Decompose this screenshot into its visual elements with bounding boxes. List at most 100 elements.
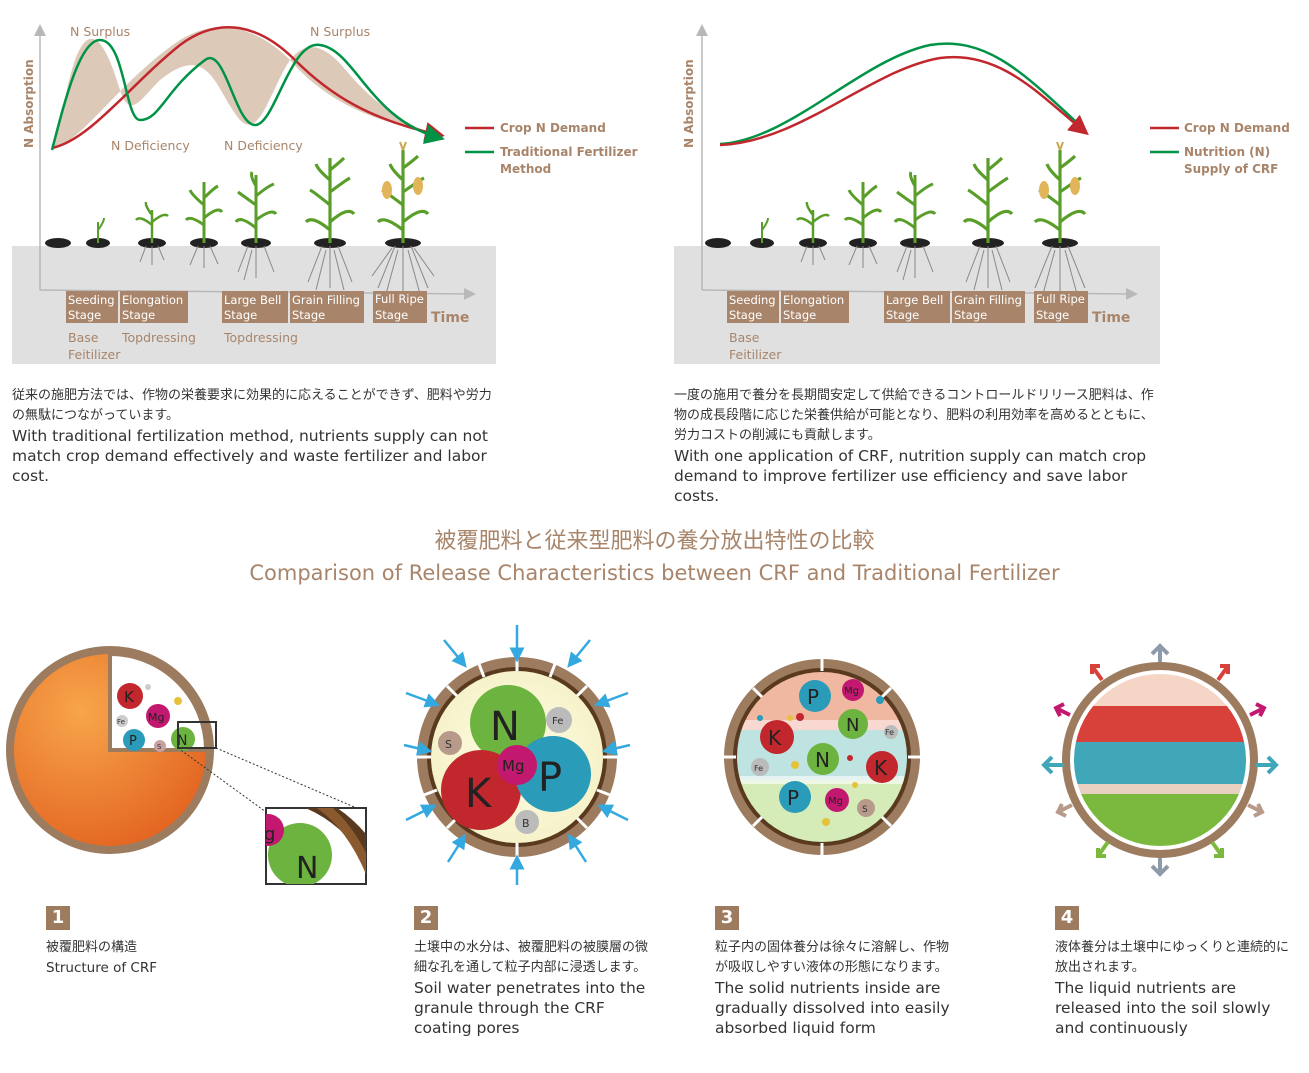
- nutrient-p-label: P: [129, 734, 137, 749]
- nutrient-mg-label: Mg: [502, 757, 524, 775]
- nutrient-k-label: K: [874, 756, 888, 780]
- nutrient-s-label: S: [862, 805, 868, 815]
- stage-label: Stage: [729, 308, 762, 322]
- plant-growth-sequence: [45, 141, 435, 295]
- zoom-mg-partial-label: g: [264, 824, 275, 845]
- topdressing-label-2: Topdressing: [223, 330, 298, 345]
- y-axis-label: N Absorption: [682, 59, 696, 148]
- nutrient-p-label: P: [538, 755, 562, 801]
- step-number-1: 1: [46, 906, 70, 930]
- stage-label: Grain Filling: [954, 293, 1022, 307]
- nutrient-mg-label: Mg: [844, 686, 859, 697]
- traditional-chart-svg: N Absorption N Surplus N Surplus N Defic…: [12, 24, 638, 364]
- stage-label: Stage: [292, 308, 325, 322]
- nutrient-fe-label: Fe: [552, 716, 563, 727]
- nutrient-fe-label: Fe: [117, 718, 125, 726]
- nutrient-p-label: P: [787, 786, 799, 810]
- step-4-ja: 液体養分は土壌中にゆっくりと連続的に放出されます。: [1055, 940, 1290, 975]
- surplus-label-2: N Surplus: [310, 24, 370, 39]
- traditional-desc-en: With traditional fertilization method, n…: [12, 427, 488, 485]
- crf-process-illustrations: K Mg P N Fe S N g: [6, 625, 1279, 886]
- base-fertilizer-label-1: Base: [729, 330, 760, 345]
- step-2-en: Soil water penetrates into the granule t…: [414, 979, 646, 1037]
- stage-label: Stage: [1036, 308, 1069, 322]
- step-4-en: The liquid nutrients are released into t…: [1055, 979, 1271, 1037]
- legend-traditional-2: Method: [500, 162, 551, 176]
- release-arrows: [1041, 643, 1279, 877]
- water-arrows: [403, 625, 631, 885]
- traditional-desc-ja: 従来の施肥方法では、作物の栄養要求に効果的に応えることができず、肥料や労力の無駄…: [12, 388, 492, 423]
- nutrient-s-label: S: [445, 738, 452, 751]
- stage-boxes: [727, 291, 1088, 323]
- step-number-3: 3: [715, 906, 739, 930]
- stage-label: Seeding: [729, 293, 776, 307]
- surplus-label-1: N Surplus: [70, 24, 130, 39]
- stage-box-full-ripe: [373, 291, 427, 323]
- step-1-en: Structure of CRF: [46, 960, 157, 976]
- nutrient-p-label: P: [807, 685, 819, 709]
- nutrient-k-label: K: [124, 688, 135, 706]
- base-fertilizer-label-1: Base: [68, 330, 99, 345]
- water-penetration-illustration: N K P Mg Fe S B: [403, 625, 631, 885]
- crf-structure-illustration: K Mg P N Fe S N g: [6, 646, 367, 886]
- base-fertilizer-label-2: Feitilizer: [68, 347, 121, 362]
- stage-box-grain-filling: [290, 291, 364, 323]
- deficiency-label-1: N Deficiency: [111, 138, 190, 153]
- nutrient-n-label: N: [177, 733, 187, 749]
- gap-shading: [52, 27, 440, 148]
- zoom-n-label: N: [296, 851, 318, 886]
- step-number-4: 4: [1055, 906, 1079, 930]
- legend-crf-2: Supply of CRF: [1184, 162, 1278, 176]
- traditional-supply-curve: [50, 38, 445, 151]
- crop-demand-curve: [719, 55, 1089, 147]
- crf-desc-ja: 一度の施用で養分を長期間安定して供給できるコントロールドリリース肥料は、作物の成…: [674, 388, 1154, 443]
- stage-label: Stage: [122, 308, 155, 322]
- nutrient-k-label: K: [465, 771, 493, 817]
- topdressing-label-1: Topdressing: [121, 330, 196, 345]
- step-number-2: 2: [414, 906, 438, 930]
- nutrient-mg-label: Mg: [828, 796, 843, 807]
- step-1: 1 被覆肥料の構造 Structure of CRF: [46, 906, 346, 978]
- nutrient-b-label: B: [522, 817, 530, 830]
- base-fertilizer-label-2: Feitilizer: [729, 347, 782, 362]
- stage-box-large-bell: [222, 291, 288, 323]
- step-4: 4 液体養分は土壌中にゆっくりと連続的に放出されます。 The liquid n…: [1055, 906, 1290, 1038]
- x-axis-label: Time: [1092, 310, 1130, 326]
- stage-boxes: [66, 291, 427, 323]
- step-3: 3 粒子内の固体養分は徐々に溶解し、作物が吸収しやすい液体の形態になります。 T…: [715, 906, 955, 1038]
- section-title: 被覆肥料と従来型肥料の養分放出特性の比較 Comparison of Relea…: [0, 527, 1309, 589]
- stage-label: Stage: [375, 308, 408, 322]
- step-3-ja: 粒子内の固体養分は徐々に溶解し、作物が吸収しやすい液体の形態になります。: [715, 940, 950, 975]
- nutrient-mg-label: Mg: [148, 711, 164, 724]
- dissolving-illustration: P Mg K N Fe N K Fe P Mg S: [724, 659, 920, 855]
- crf-supply-curve: [719, 42, 1086, 146]
- stage-label: Elongation: [122, 293, 183, 307]
- section-title-ja: 被覆肥料と従来型肥料の養分放出特性の比較: [434, 529, 875, 554]
- x-axis-label: Time: [431, 310, 469, 326]
- crf-description: 一度の施用で養分を長期間安定して供給できるコントロールドリリース肥料は、作物の成…: [674, 386, 1162, 506]
- stage-label: Large Bell: [886, 293, 943, 307]
- nutrient-fe-label: Fe: [885, 728, 894, 737]
- traditional-fertilizer-chart: N Absorption N Surplus N Surplus N Defic…: [0, 0, 660, 370]
- nutrient-k-label: K: [768, 726, 782, 750]
- traditional-description: 従来の施肥方法では、作物の栄養要求に効果的に応えることができず、肥料や労力の無駄…: [12, 386, 504, 486]
- y-axis-label: N Absorption: [22, 59, 36, 148]
- stage-label: Full Ripe: [1036, 292, 1085, 306]
- stage-label: Large Bell: [224, 293, 281, 307]
- nutrient-s-label: S: [157, 743, 162, 751]
- release-illustration: [1041, 643, 1279, 877]
- stage-label: Stage: [954, 308, 987, 322]
- legend-crf-1: Nutrition (N): [1184, 145, 1270, 159]
- stage-label: Stage: [783, 308, 816, 322]
- legend-demand: Crop N Demand: [1184, 121, 1290, 135]
- legend-demand: Crop N Demand: [500, 121, 606, 135]
- step-1-ja: 被覆肥料の構造: [46, 940, 138, 955]
- plant-growth-sequence: [705, 141, 1087, 295]
- step-3-en: The solid nutrients inside are gradually…: [715, 979, 950, 1037]
- crf-chart: N Absorption Crop N Demand Nutrition (N)…: [660, 0, 1309, 370]
- crf-chart-svg: N Absorption Crop N Demand Nutrition (N)…: [674, 24, 1290, 364]
- stage-label: Elongation: [783, 293, 844, 307]
- stage-label: Stage: [68, 308, 101, 322]
- deficiency-label-2: N Deficiency: [224, 138, 303, 153]
- nutrient-n-label: N: [815, 748, 830, 772]
